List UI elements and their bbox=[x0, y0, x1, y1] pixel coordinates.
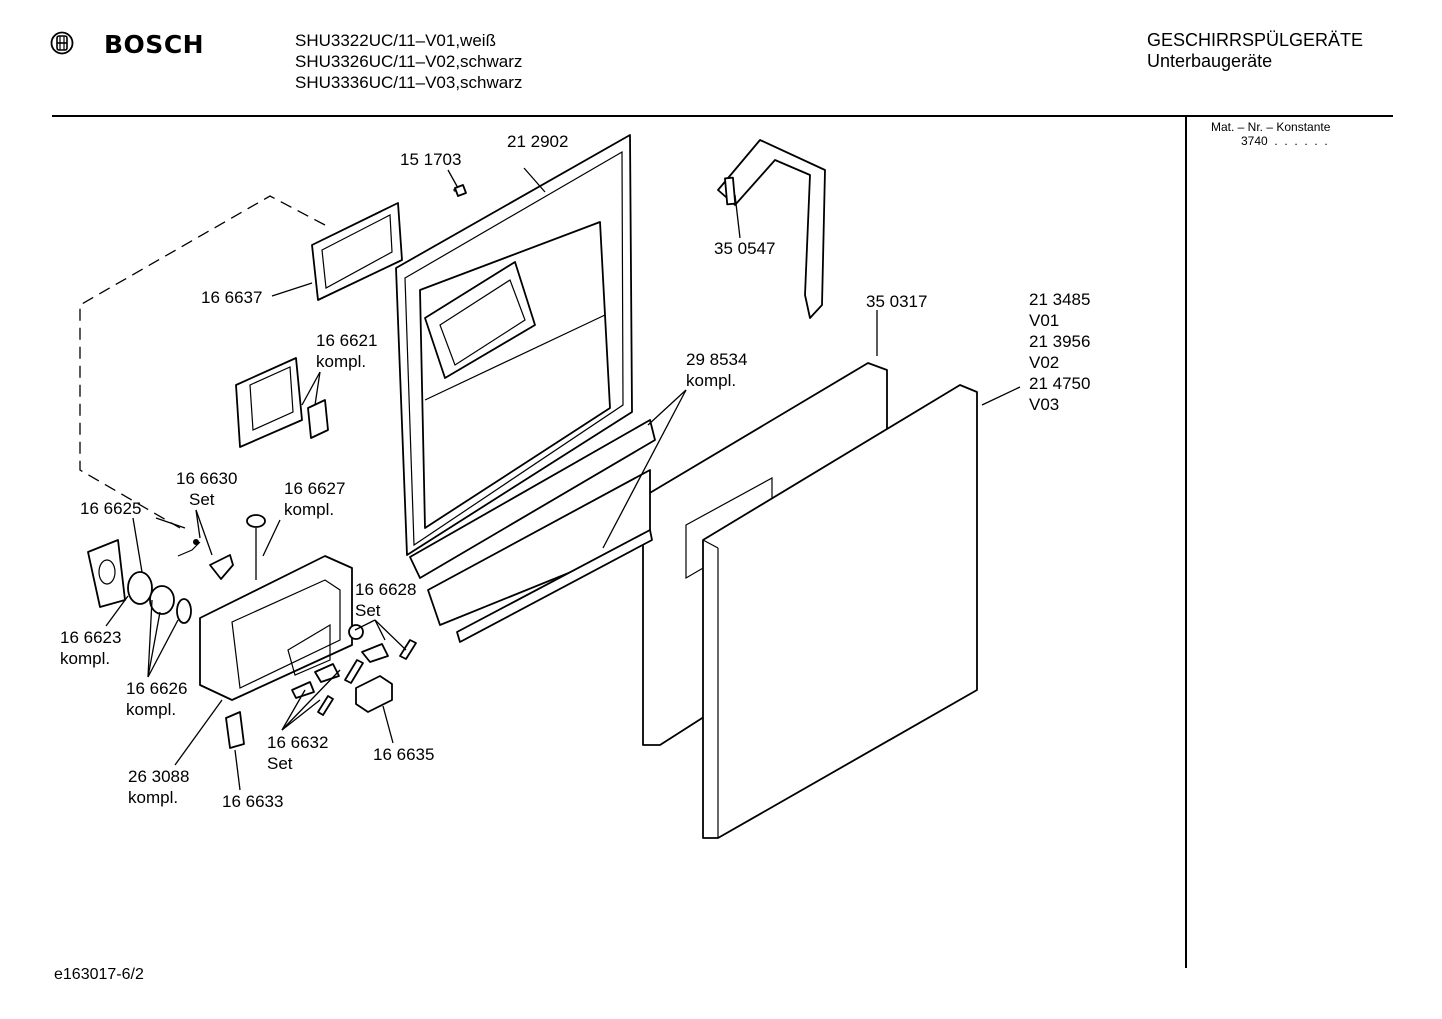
part-number-label: 29 8534 bbox=[686, 350, 748, 369]
part-number-label: 16 6630 bbox=[176, 469, 238, 488]
model-list: SHU3322UC/11–V01,weiß SHU3326UC/11–V02,s… bbox=[295, 30, 522, 93]
spring-part bbox=[317, 695, 334, 716]
part-number-label: 26 3088 bbox=[128, 767, 190, 786]
front-door-panel bbox=[702, 384, 978, 839]
knob-spindle bbox=[149, 585, 175, 615]
hinge-bracket bbox=[717, 139, 826, 319]
part-note-label: kompl. bbox=[284, 500, 335, 519]
part-note-label: Set bbox=[267, 754, 293, 773]
category-line: GESCHIRRSPÜLGERÄTE bbox=[1147, 30, 1364, 50]
window-seal bbox=[311, 202, 403, 301]
push-rod bbox=[246, 514, 266, 580]
part-number-label: 16 6626 bbox=[126, 679, 188, 698]
dispenser-cover bbox=[235, 357, 329, 448]
control-strip bbox=[409, 419, 656, 643]
ball-part bbox=[348, 624, 364, 640]
part-number-label: 35 0547 bbox=[714, 239, 776, 258]
inner-door-frame bbox=[395, 134, 633, 556]
part-variant-label: V03 bbox=[1029, 395, 1060, 414]
part-number-label: 16 6627 bbox=[284, 479, 346, 498]
part-note-label: kompl. bbox=[60, 649, 111, 668]
part-note-label: kompl. bbox=[128, 788, 179, 807]
sidebar-value: 3740 . . . . . . bbox=[1241, 134, 1328, 148]
spring-part bbox=[399, 639, 417, 660]
header-divider bbox=[52, 115, 1393, 117]
leader-lines bbox=[105, 167, 1021, 791]
part-note-label: kompl. bbox=[316, 352, 367, 371]
part-number-label: 16 6625 bbox=[80, 499, 142, 518]
part-number-label: 21 2902 bbox=[507, 132, 569, 151]
brand-name: BOSCH bbox=[104, 30, 205, 59]
part-number-label: 21 3485 bbox=[1029, 290, 1091, 309]
part-number-label: 16 6633 bbox=[222, 792, 284, 811]
model-line: SHU3336UC/11–V03,schwarz bbox=[295, 73, 523, 92]
part-number-label: 16 6635 bbox=[373, 745, 435, 764]
exploded-parts-drawing bbox=[79, 134, 1021, 839]
model-line: SHU3326UC/11–V02,schwarz bbox=[295, 52, 523, 71]
part-number-label: 21 4750 bbox=[1029, 374, 1091, 393]
microswitch bbox=[355, 675, 393, 713]
part-number-label: 15 1703 bbox=[400, 150, 462, 169]
bracket-plate bbox=[225, 711, 245, 749]
part-variant-label: V01 bbox=[1029, 311, 1060, 330]
handle-recess bbox=[424, 261, 536, 379]
part-number-label: 16 6623 bbox=[60, 628, 122, 647]
part-note-label: kompl. bbox=[126, 700, 177, 719]
ring-part bbox=[127, 571, 153, 605]
part-variant-label: V02 bbox=[1029, 353, 1060, 372]
part-note-label: kompl. bbox=[686, 371, 737, 390]
category-line: Unterbaugeräte bbox=[1147, 51, 1273, 71]
part-number-label: 16 6621 bbox=[316, 331, 378, 350]
part-note-label: Set bbox=[189, 490, 215, 509]
sidebar-divider bbox=[1185, 116, 1187, 968]
latch-part bbox=[361, 643, 389, 663]
lever-part bbox=[209, 554, 234, 580]
part-number-label: 35 0317 bbox=[866, 292, 928, 311]
part-number-label: 16 6632 bbox=[267, 733, 329, 752]
model-line: SHU3322UC/11–V01,weiß bbox=[295, 31, 496, 50]
ring-part bbox=[176, 598, 192, 624]
assembly-guide-line bbox=[79, 195, 326, 529]
part-number-label: 16 6637 bbox=[201, 288, 263, 307]
control-housing bbox=[199, 555, 353, 701]
sidebar-heading: Mat. – Nr. – Konstante bbox=[1211, 120, 1331, 134]
part-number-label: 16 6628 bbox=[355, 580, 417, 599]
part-number-label: 21 3956 bbox=[1029, 332, 1091, 351]
drawing-id: e163017-6/2 bbox=[54, 966, 144, 983]
part-note-label: Set bbox=[355, 601, 381, 620]
latch-part bbox=[314, 663, 340, 683]
knob-cover bbox=[87, 539, 126, 608]
spring-part bbox=[344, 659, 364, 684]
latch-part bbox=[291, 681, 315, 699]
clip-head bbox=[193, 539, 199, 545]
bosch-logo-icon bbox=[50, 31, 74, 55]
category-title: GESCHIRRSPÜLGERÄTE Unterbaugeräte bbox=[1147, 30, 1363, 72]
